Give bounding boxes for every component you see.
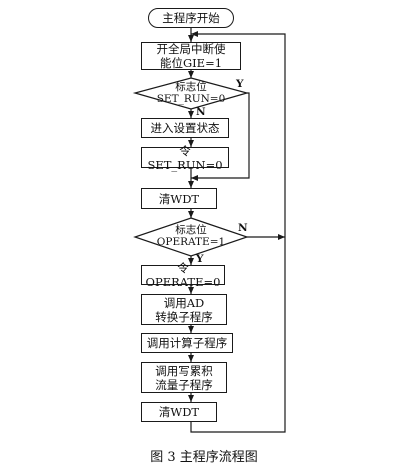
decision-operate-label: 标志位 OPERATE=1 xyxy=(156,224,226,248)
decision-set-run-shape xyxy=(132,77,250,110)
decision-operate-no-label: N xyxy=(238,222,248,234)
start-terminal: 主程序开始 xyxy=(148,8,234,28)
enter-setup-box: 进入设置状态 xyxy=(141,118,229,138)
decision-set-run-label: 标志位 SET_RUN=0 xyxy=(156,81,226,105)
decision-operate-yes-label: Y xyxy=(196,253,204,265)
call-calc-box: 调用计算子程序 xyxy=(141,333,233,353)
decision-operate-shape xyxy=(133,217,249,257)
decision-set-run-yes-label: Y xyxy=(236,78,244,90)
call-write-box: 调用写累积 流量子程序 xyxy=(141,362,227,393)
decision-set-run-no-label: N xyxy=(196,106,206,118)
enable-interrupt-box: 开全局中断使 能位GIE=1 xyxy=(141,42,241,70)
set-operate-box: 令OPERATE=0 xyxy=(141,261,225,289)
figure-caption: 图 3 主程序流程图 xyxy=(150,450,258,465)
loop-back-line xyxy=(190,31,286,433)
clear-wdt-box-1: 清WDT xyxy=(141,188,217,209)
set-set-run-box: 令SET_RUN=0 xyxy=(141,144,229,172)
call-ad-box: 调用AD 转换子程序 xyxy=(141,294,227,325)
clear-wdt-box-2: 清WDT xyxy=(141,402,217,422)
